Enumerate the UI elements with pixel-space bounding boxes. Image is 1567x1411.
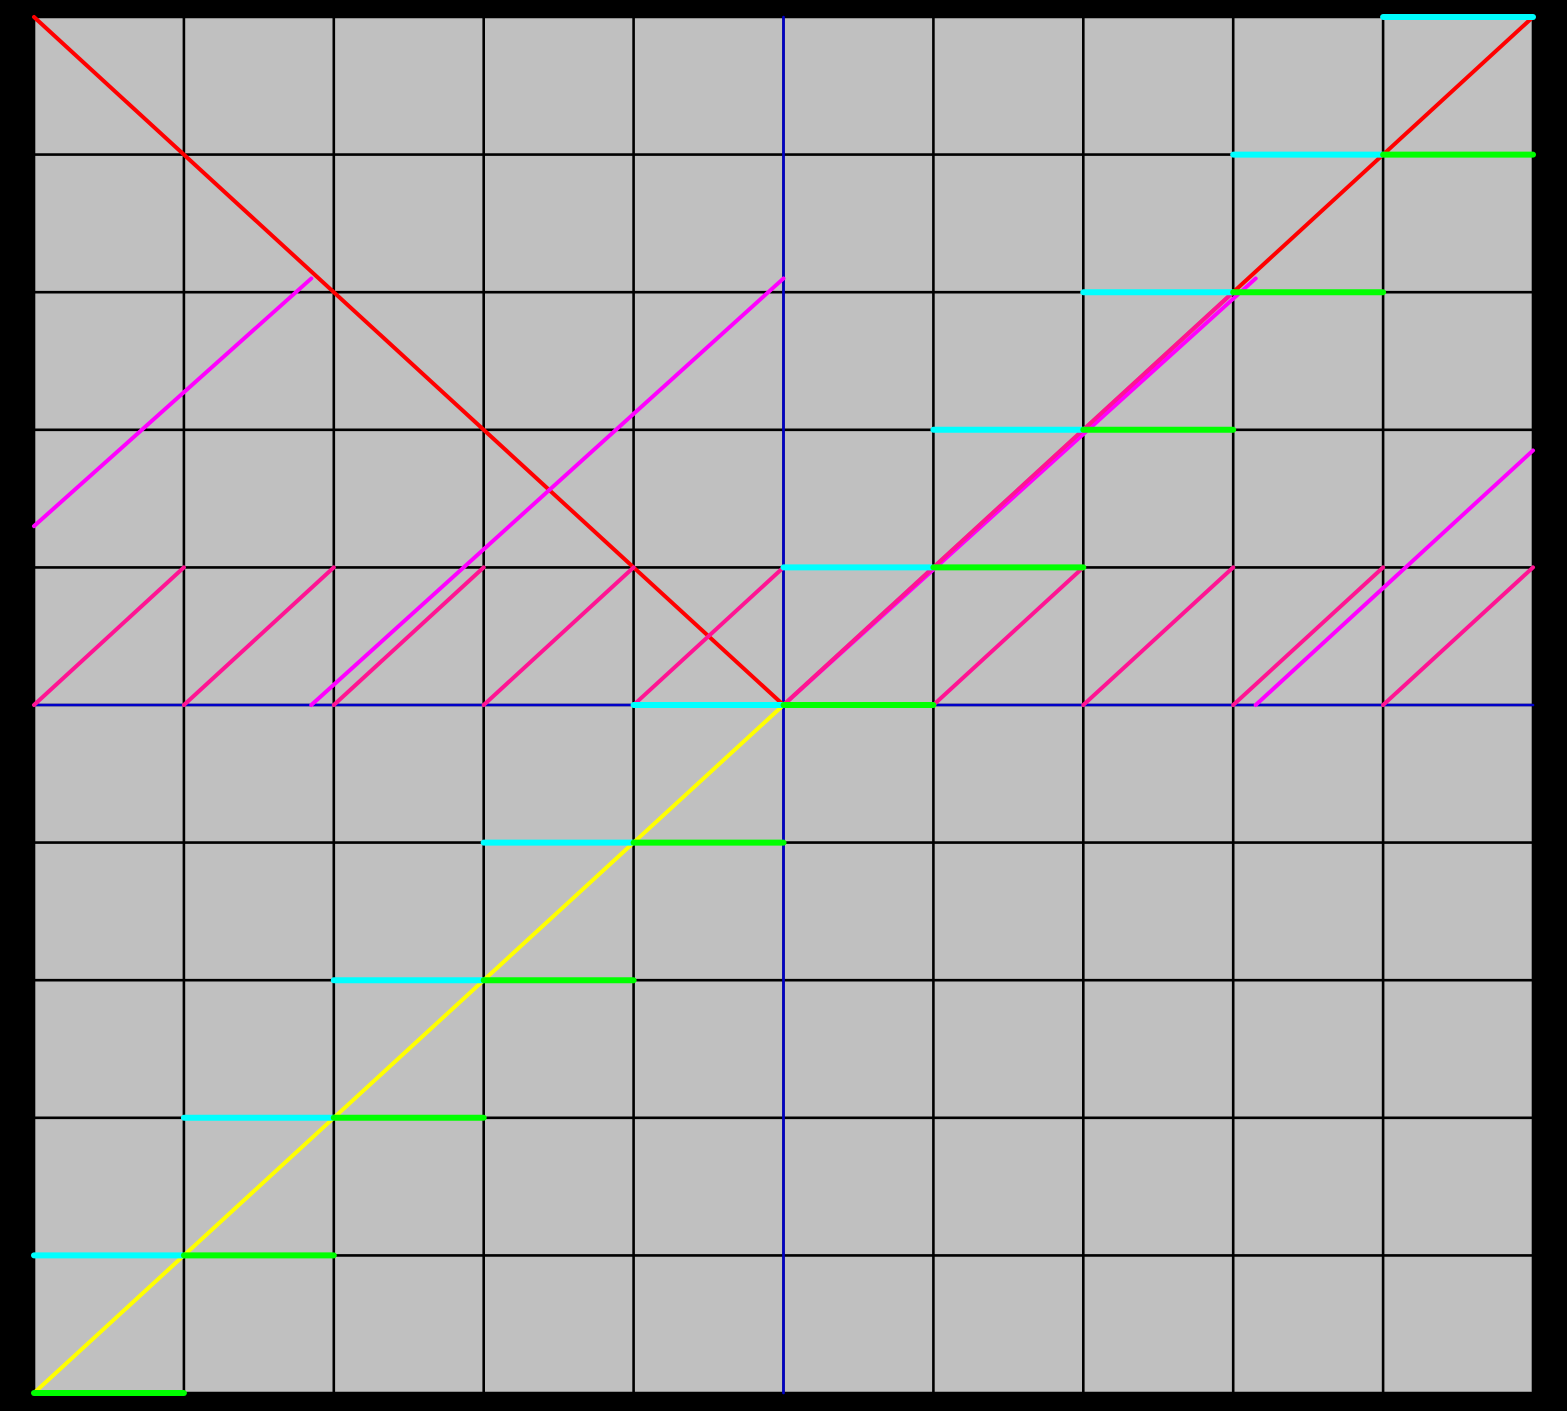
series-layer bbox=[31, 14, 1536, 1396]
series-3-segment bbox=[781, 290, 1236, 707]
series-1 bbox=[32, 703, 786, 1395]
series-2-segment bbox=[1253, 448, 1535, 707]
series-5 bbox=[31, 151, 1536, 1396]
series-3-segment bbox=[331, 565, 486, 707]
series-3-segment bbox=[481, 565, 636, 707]
series-3-segment bbox=[1081, 565, 1236, 707]
series-1-segment bbox=[32, 703, 786, 1395]
series-3-segment bbox=[181, 565, 336, 707]
series-3-segment bbox=[631, 565, 786, 707]
series-3 bbox=[32, 290, 1535, 707]
series-0-segment bbox=[32, 15, 786, 707]
series-3-segment bbox=[931, 565, 1086, 707]
series-3-segment bbox=[1381, 565, 1535, 707]
series-2-segment bbox=[32, 276, 314, 529]
series-2-segment bbox=[309, 276, 786, 707]
series-3-segment bbox=[1231, 565, 1386, 707]
series-3-segment bbox=[32, 565, 186, 707]
series-4 bbox=[31, 14, 1536, 1259]
